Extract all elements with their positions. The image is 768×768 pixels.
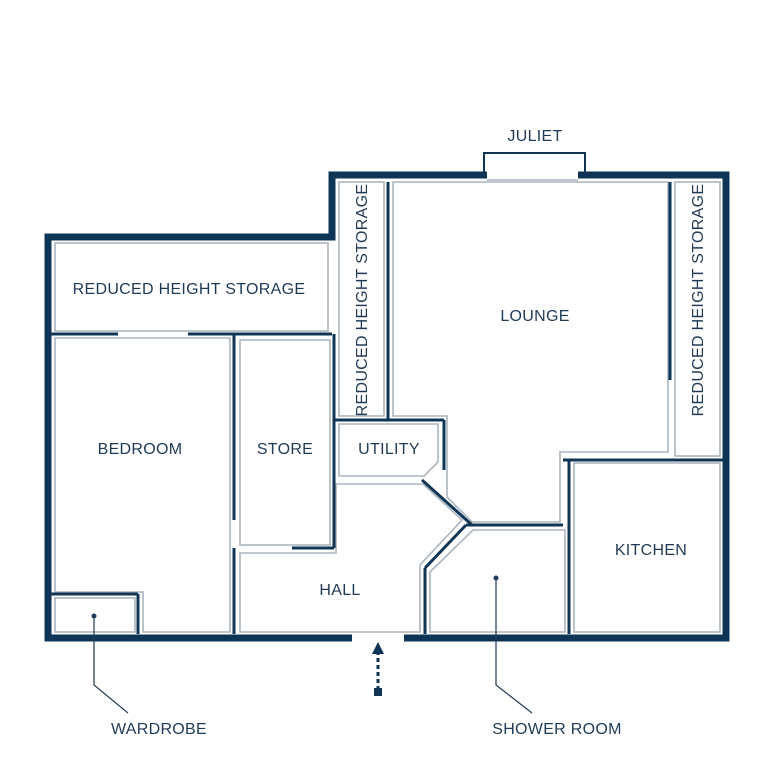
label-reduced-storage-top: REDUCED HEIGHT STORAGE — [73, 281, 306, 298]
label-store: STORE — [257, 441, 313, 458]
room-labels: JULIET REDUCED HEIGHT STORAGE LOUNGE BED… — [73, 128, 707, 738]
interior-walls — [48, 182, 726, 634]
label-reduced-storage-right: REDUCED HEIGHT STORAGE — [690, 184, 707, 417]
label-utility: UTILITY — [358, 441, 420, 458]
room-outlines — [54, 181, 721, 633]
label-hall: HALL — [319, 582, 360, 599]
label-lounge: LOUNGE — [500, 308, 569, 325]
label-bedroom: BEDROOM — [98, 441, 183, 458]
label-kitchen: KITCHEN — [615, 542, 687, 559]
entrance-arrow-icon — [372, 642, 384, 696]
label-reduced-storage-left: REDUCED HEIGHT STORAGE — [354, 184, 371, 417]
outer-walls — [44, 171, 730, 642]
label-wardrobe: WARDROBE — [111, 721, 207, 738]
label-shower-room: SHOWER ROOM — [492, 721, 622, 738]
label-juliet: JULIET — [507, 128, 562, 145]
callout-leaders — [91, 575, 533, 714]
juliet-balcony — [483, 152, 586, 181]
